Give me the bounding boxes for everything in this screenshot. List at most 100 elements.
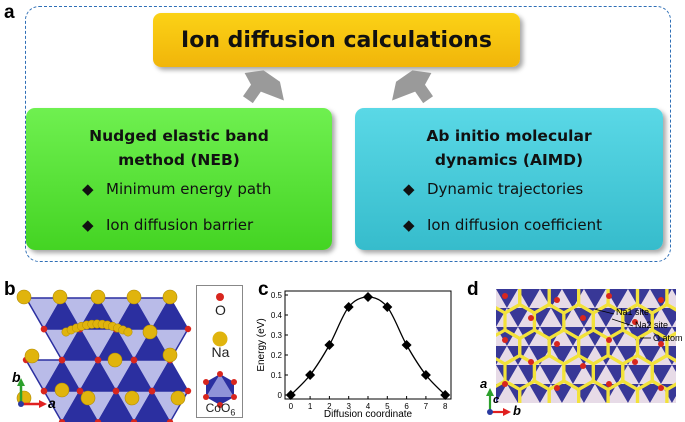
octahedron-face <box>606 289 628 308</box>
octahedron-face <box>672 289 676 296</box>
o-atom <box>40 387 48 395</box>
o-atom <box>94 356 102 364</box>
panel-label-b: b <box>4 279 16 300</box>
y-tick-label: 0.3 <box>271 331 283 340</box>
neb-box: Nudged elastic band method (NEB) ◆Minimu… <box>26 108 332 250</box>
octahedron-face-light <box>639 403 661 422</box>
octahedron-face-light <box>551 365 573 384</box>
octahedron-face-light <box>584 384 606 403</box>
octahedron-face-light <box>672 320 676 327</box>
na-honeycomb-cell <box>652 407 681 422</box>
octahedron-face-light <box>639 289 661 308</box>
octahedron-face <box>639 384 661 403</box>
axis-label-b: b <box>12 369 21 385</box>
y-tick-label: 0.4 <box>271 311 283 320</box>
neb-title-line1: Nudged elastic band <box>89 127 269 145</box>
octahedron-face-light <box>617 289 639 308</box>
na-atom <box>107 352 123 368</box>
x-tick-label: 0 <box>289 402 294 411</box>
octahedron-face-light <box>639 327 661 346</box>
o-atom <box>502 381 508 387</box>
octahedron-face-light <box>584 308 606 327</box>
octahedron-face-light <box>595 403 617 422</box>
o-atom <box>554 341 560 347</box>
na-honeycomb-cell <box>665 382 676 403</box>
coo6-face-light <box>150 328 190 362</box>
panel-label-a: a <box>4 2 15 23</box>
octahedron-face <box>672 365 676 372</box>
octahedron-face-light <box>661 365 676 384</box>
coo6-octahedron-icon <box>203 371 237 408</box>
na-atom <box>162 347 178 363</box>
o-atom <box>528 359 534 365</box>
aimd-title-line1: Ab initio molecular <box>426 127 592 145</box>
octahedron-face <box>584 365 606 384</box>
na-atom <box>126 289 142 305</box>
na-atom <box>16 289 32 305</box>
octahedron-face-light <box>672 358 676 365</box>
octahedron-face-light <box>606 346 628 365</box>
diagram-title: Ion diffusion calculations <box>181 27 492 53</box>
na-honeycomb-cell <box>593 407 622 422</box>
o-atom <box>184 325 192 333</box>
o-atom <box>606 293 612 299</box>
aimd-bullet-1: ◆Dynamic trajectories <box>403 180 584 198</box>
octahedron-face <box>496 365 518 384</box>
octahedron-face <box>474 289 496 308</box>
octahedron-face-light <box>573 365 595 384</box>
octahedron-face <box>639 346 661 365</box>
octahedron-face-light <box>650 346 672 365</box>
octahedron-face <box>650 403 672 422</box>
arrow-to-aimd <box>392 70 434 104</box>
octahedron-face-light <box>540 384 562 403</box>
na-atom <box>142 324 158 340</box>
axis-triad-b <box>17 378 47 408</box>
octahedron-face <box>518 403 540 422</box>
octahedron-face <box>672 327 676 334</box>
annotation-na2-site: Na2 site <box>635 320 669 330</box>
octahedron-face-light <box>529 403 551 422</box>
y-tick-label: 0 <box>278 391 283 400</box>
o-atom <box>502 337 508 343</box>
diamond-bullet-icon: ◆ <box>82 216 94 234</box>
octahedron-face-light <box>507 289 529 308</box>
na-honeycomb-layer <box>496 289 681 422</box>
octahedron-face <box>540 365 562 384</box>
octahedron-face-light <box>551 403 573 422</box>
panel-label-d: d <box>467 279 479 300</box>
o-atom <box>130 419 138 422</box>
o-atom <box>606 381 612 387</box>
axis-label-a: a <box>48 395 56 411</box>
na-atom <box>162 289 178 305</box>
x-tick-label: 4 <box>366 402 371 411</box>
na-atom <box>24 348 40 364</box>
octahedron-face-light <box>595 289 617 308</box>
na-atom <box>52 289 68 305</box>
octahedron-face <box>529 346 551 365</box>
data-point <box>401 340 412 350</box>
na-atom <box>80 390 96 406</box>
y-tick-label: 0.2 <box>271 351 283 360</box>
x-tick-label: 5 <box>385 402 390 411</box>
octahedron-face-light <box>529 327 551 346</box>
octahedron-face-light <box>595 365 617 384</box>
y-axis-label: Energy (eV) <box>256 318 267 371</box>
diamond-bullet-icon: ◆ <box>403 216 415 234</box>
data-point <box>440 390 451 400</box>
o-atom <box>148 387 156 395</box>
na-diffusion-step <box>123 327 133 337</box>
o-atom <box>580 315 586 321</box>
octahedron-face <box>562 365 584 384</box>
octahedron-face-light <box>606 384 628 403</box>
na-atom-icon <box>212 331 228 347</box>
o-atom <box>658 297 664 303</box>
na-honeycomb-cell <box>665 331 676 363</box>
data-point <box>382 302 393 312</box>
octahedron-face <box>606 403 628 422</box>
octahedron-face <box>672 403 685 422</box>
octahedron-face <box>584 289 606 308</box>
octahedron-face <box>474 327 496 346</box>
legend-o: O <box>215 302 226 318</box>
